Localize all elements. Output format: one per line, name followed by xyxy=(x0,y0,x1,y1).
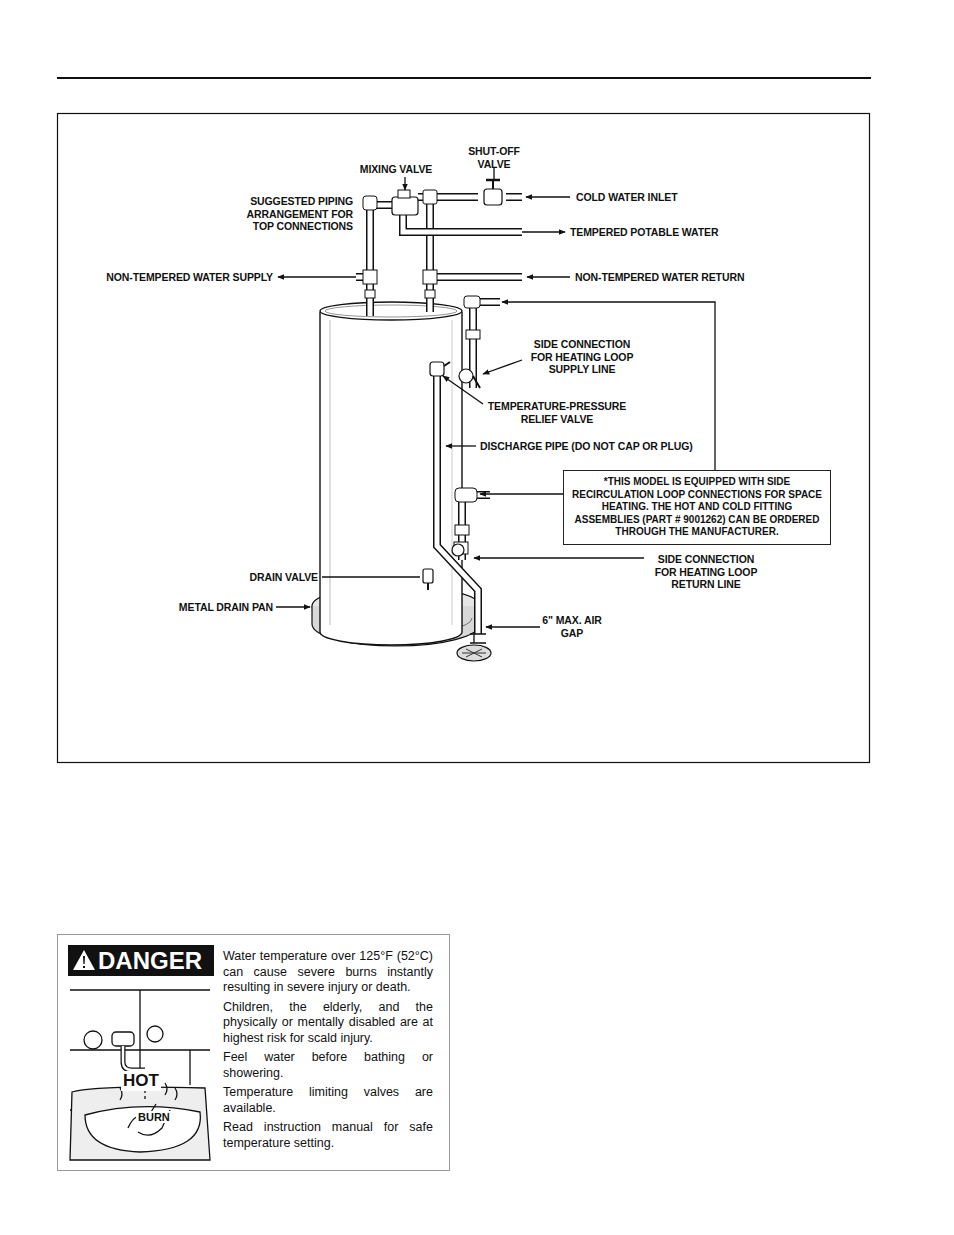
danger-label: DANGER Water temperature over 125°F (52°C… xyxy=(57,934,450,1171)
warning-text: Water temperature over 125°F (52°C) can … xyxy=(223,949,433,996)
shut-off-valve xyxy=(484,180,502,205)
valve-label: SHUT-OFF VALVE xyxy=(459,145,529,170)
scald-illustration xyxy=(70,990,210,1160)
pipe-label: TEMPERED POTABLE WATER xyxy=(570,226,719,239)
dimension-label: 6" MAX. AIR GAP xyxy=(542,614,602,639)
pipe-label: NON-TEMPERED WATER RETURN xyxy=(575,271,744,284)
pipe-label: COLD WATER INLET xyxy=(576,191,677,204)
pan-label: METAL DRAIN PAN xyxy=(179,601,273,614)
warning-text: Read instruction manual for safe tempera… xyxy=(223,1120,433,1151)
top-rule xyxy=(57,77,871,79)
pipe-label: NON-TEMPERED WATER SUPPLY xyxy=(106,271,273,284)
floor-drain xyxy=(457,645,491,661)
valve-label: DRAIN VALVE xyxy=(249,571,318,584)
leader-lines xyxy=(276,168,715,643)
connection-label: SIDE CONNECTION FOR HEATING LOOP RETURN … xyxy=(647,553,765,591)
warning-icon xyxy=(71,947,97,973)
warning-text: Children, the elderly, and the physicall… xyxy=(223,1000,433,1047)
picture-word: HOT xyxy=(121,1071,161,1091)
note-label: SUGGESTED PIPING ARRANGEMENT FOR TOP CON… xyxy=(235,195,353,233)
warning-text: Temperature limiting valves are availabl… xyxy=(223,1085,433,1116)
relief-valve xyxy=(430,362,450,376)
connection-label: SIDE CONNECTION FOR HEATING LOOP SUPPLY … xyxy=(523,338,641,376)
mixing-valve xyxy=(392,190,418,215)
pipe-label: DISCHARGE PIPE (DO NOT CAP OR PLUG) xyxy=(480,440,693,453)
valve-label: MIXING VALVE xyxy=(360,163,433,176)
figure-frame xyxy=(58,114,870,763)
note-text: *THIS MODEL IS EQUIPPED WITH SIDE RECIRC… xyxy=(570,476,824,539)
return-valve xyxy=(452,544,464,556)
danger-heading: DANGER xyxy=(98,947,202,974)
note-box: *THIS MODEL IS EQUIPPED WITH SIDE RECIRC… xyxy=(563,470,831,545)
supply-valve xyxy=(459,369,480,388)
danger-body: Water temperature over 125°F (52°C) can … xyxy=(223,949,433,1155)
drain-valve xyxy=(423,569,433,590)
danger-header: DANGER xyxy=(68,945,214,976)
picture-word: BURN xyxy=(136,1111,172,1123)
valve-label: TEMPERATURE-PRESSURE RELIEF VALVE xyxy=(472,400,642,425)
warning-text: Feel water before bathing or showering. xyxy=(223,1050,433,1081)
